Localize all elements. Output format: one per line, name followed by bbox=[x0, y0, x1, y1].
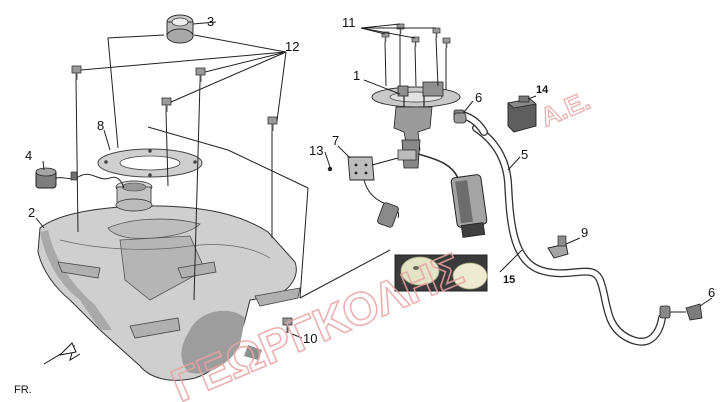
callout-1: 1 bbox=[353, 68, 360, 83]
callout-15: 15 bbox=[503, 274, 515, 286]
front-label: FR. bbox=[14, 384, 32, 396]
filter-photo bbox=[394, 254, 488, 292]
bolt bbox=[267, 116, 278, 131]
callout-9: 9 bbox=[581, 225, 588, 240]
pump-screws bbox=[381, 23, 451, 48]
screw bbox=[432, 27, 441, 38]
o-ring-top bbox=[453, 112, 467, 124]
assembly-lines bbox=[35, 21, 713, 339]
tank-bolts bbox=[71, 65, 278, 131]
callout-3: 3 bbox=[207, 14, 214, 29]
bolt bbox=[195, 67, 206, 82]
screw bbox=[381, 31, 390, 42]
pump-bracket bbox=[347, 156, 399, 228]
callout-11: 11 bbox=[342, 15, 356, 30]
bolt bbox=[161, 97, 172, 112]
fuel-hose bbox=[453, 109, 703, 346]
filler-ring bbox=[166, 14, 194, 44]
small-bolt bbox=[282, 317, 293, 333]
tank-gasket bbox=[97, 148, 203, 178]
screw bbox=[411, 36, 420, 47]
callout-2: 2 bbox=[28, 205, 35, 220]
callout-6-top: 6 bbox=[475, 90, 482, 105]
callout-7: 7 bbox=[332, 133, 339, 148]
callout-8: 8 bbox=[97, 118, 104, 133]
screw bbox=[396, 23, 405, 34]
callout-6-bottom: 6 bbox=[708, 285, 715, 300]
callout-12: 12 bbox=[285, 39, 299, 54]
screw bbox=[442, 37, 451, 48]
fuel-pump-assembly bbox=[371, 81, 488, 238]
callout-10: 10 bbox=[303, 331, 317, 346]
callout-4: 4 bbox=[25, 148, 32, 163]
front-arrow: FR. bbox=[14, 342, 81, 396]
fuel-sensor bbox=[35, 167, 125, 189]
bolt bbox=[71, 65, 82, 80]
hose-clamp bbox=[547, 235, 569, 259]
fuel-tank bbox=[37, 180, 301, 381]
callout-14: 14 bbox=[536, 84, 549, 96]
pump-cap bbox=[507, 95, 537, 133]
pin bbox=[327, 166, 333, 172]
callout-13: 13 bbox=[309, 143, 323, 158]
callout-5: 5 bbox=[521, 147, 528, 162]
